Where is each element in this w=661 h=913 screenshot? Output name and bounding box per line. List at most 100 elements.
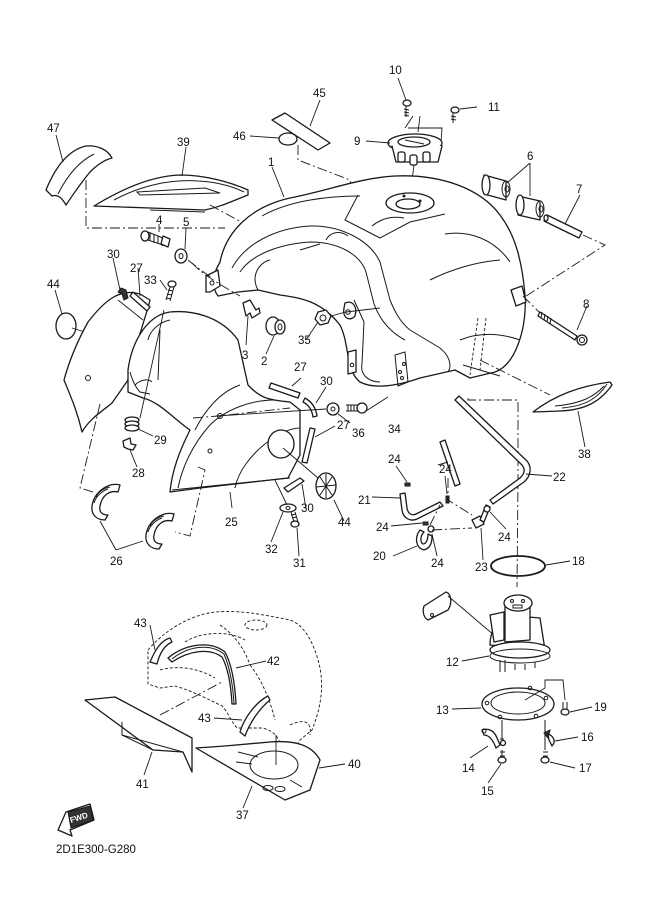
callout-27-mid: 27	[294, 362, 307, 374]
callout-2: 2	[261, 356, 267, 368]
callout-36: 36	[352, 428, 365, 440]
part-41-guide	[159, 681, 223, 716]
callout-24b: 24	[439, 464, 452, 476]
part-47-cover-pad	[45, 145, 113, 206]
part-18-o-ring	[490, 555, 546, 577]
callout-5: 5	[183, 217, 189, 229]
part-36-washer	[326, 402, 340, 416]
part-44-emblem	[315, 472, 337, 500]
part-hose-upper	[437, 439, 461, 487]
callout-47: 47	[47, 123, 60, 135]
part-18-guide	[467, 398, 519, 588]
part-19-bolt	[560, 702, 570, 716]
callout-23: 23	[475, 562, 488, 574]
callout-32: 32	[265, 544, 278, 556]
callout-10: 10	[389, 65, 402, 77]
part-27-strip	[268, 382, 301, 399]
callout-30-top: 30	[107, 249, 120, 261]
part-24-clamp	[404, 482, 411, 487]
part-14-bracket	[481, 728, 501, 749]
callout-20: 20	[373, 551, 386, 563]
part-32-washer	[279, 503, 297, 513]
part-38-pad	[532, 381, 613, 413]
part-2-3-guide	[191, 262, 241, 297]
part-8-guide	[522, 295, 541, 314]
part-15-screw	[497, 720, 507, 764]
part-43-insulator	[149, 637, 173, 665]
callout-11: 11	[488, 102, 500, 114]
callout-24e: 24	[498, 532, 511, 544]
part-21-hose	[399, 492, 444, 521]
part-6-damper	[481, 174, 511, 201]
callout-33: 33	[144, 275, 157, 287]
part-32-guide	[274, 479, 288, 506]
part-24-clamp	[422, 521, 429, 526]
part-44b-guide	[282, 447, 319, 479]
part-5-washer	[174, 248, 188, 264]
callout-40: 40	[348, 759, 361, 771]
part-39-top-pad	[93, 174, 249, 213]
part-20-hose	[415, 529, 433, 551]
part-11-screw	[450, 106, 460, 123]
part-1-fuel-tank	[205, 175, 527, 387]
callout-24c: 24	[376, 522, 389, 534]
part-26-guide	[79, 403, 101, 494]
part-25-side-shroud	[127, 310, 301, 493]
part-40-shield	[195, 740, 321, 801]
callout-27-lower: 27	[337, 420, 350, 432]
callout-21: 21	[358, 495, 371, 507]
part-33-guide-line	[139, 309, 165, 419]
part-30-27-guide	[117, 299, 144, 321]
part-7-collar	[543, 214, 583, 239]
part-29-grommet	[124, 416, 140, 432]
part-44-emblem	[55, 312, 77, 340]
part-7-guide	[519, 234, 606, 301]
part-41-heat-shield	[84, 696, 193, 773]
callout-3: 3	[242, 350, 248, 362]
callout-30-mid: 30	[320, 376, 333, 388]
part-34-screw	[346, 402, 368, 414]
part-12-fuel-pump	[422, 591, 551, 672]
part-43-insulator	[239, 695, 271, 737]
callout-35: 35	[298, 335, 311, 347]
callout-9: 9	[354, 136, 360, 148]
part-hose-guides	[429, 478, 473, 531]
callout-4: 4	[156, 215, 163, 227]
callout-39: 39	[177, 137, 190, 149]
part-10-screw	[402, 99, 412, 117]
part-4-bolt	[140, 230, 171, 248]
part-33-screw	[165, 280, 177, 302]
part-35-guide	[330, 307, 381, 317]
part-47-guide	[85, 180, 225, 229]
callout-14: 14	[462, 763, 475, 775]
part-9-fuel-cap	[387, 133, 443, 166]
callout-19: 19	[594, 702, 607, 714]
part-17-screw	[540, 720, 550, 764]
part-45-sticker	[271, 112, 331, 151]
callout-7: 7	[576, 184, 582, 196]
callout-41: 41	[136, 779, 149, 791]
part-24-clamp	[445, 495, 450, 504]
part-26-damper	[145, 512, 175, 550]
callout-27-top: 27	[130, 263, 143, 275]
callout-46: 46	[233, 131, 246, 143]
callout-26: 26	[110, 556, 123, 568]
callout-1: 1	[268, 157, 274, 169]
callout-24a: 24	[388, 454, 401, 466]
callout-15: 15	[481, 786, 494, 798]
part-30-clip	[117, 287, 129, 301]
part-30-clip	[302, 397, 318, 418]
part-46-emblem	[278, 132, 298, 146]
callout-24d: 24	[431, 558, 444, 570]
part-2-grommet	[265, 316, 286, 336]
callout-13: 13	[436, 705, 449, 717]
part-27-strip	[301, 427, 316, 464]
callout-44-lower: 44	[338, 517, 351, 529]
callout-18: 18	[572, 556, 585, 568]
part-13-retainer-plate	[481, 685, 555, 721]
callout-25: 25	[225, 517, 238, 529]
part-26b-guide	[174, 466, 206, 537]
part-tank-outline-ghost	[147, 611, 322, 751]
part-22-hose	[454, 395, 531, 505]
